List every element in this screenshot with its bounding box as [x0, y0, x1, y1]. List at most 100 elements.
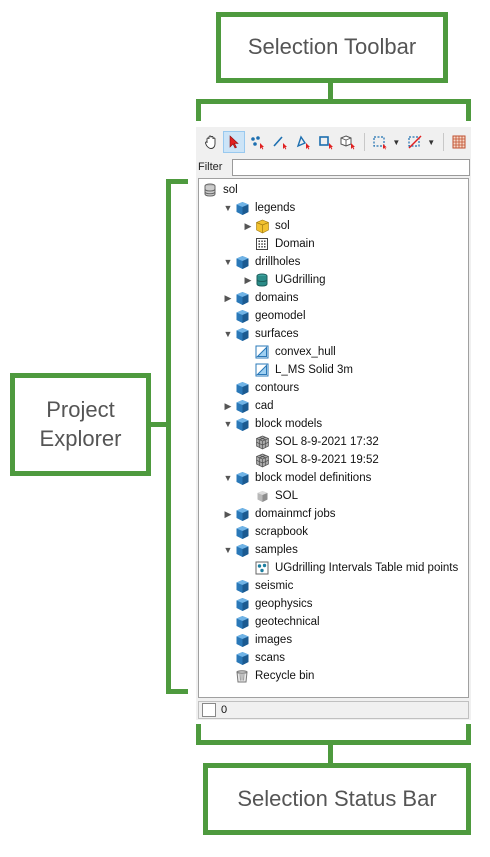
filter-input[interactable]	[232, 158, 470, 176]
box-select-button[interactable]	[315, 131, 337, 153]
expand-closed-icon[interactable]: ▶	[224, 400, 232, 411]
object-select-button[interactable]	[338, 131, 360, 153]
tree-item[interactable]: sol	[202, 181, 238, 199]
folder-cube-icon	[234, 614, 250, 630]
toolbar-bracket-stem	[328, 83, 333, 101]
tree-item[interactable]: convex_hull	[242, 343, 336, 361]
polygon-select-button[interactable]	[292, 131, 314, 153]
tree-item[interactable]: SOL 8-9-2021 17:32	[242, 433, 379, 451]
tree-item[interactable]: L_MS Solid 3m	[242, 361, 353, 379]
tree-item[interactable]: SOL 8-9-2021 19:52	[242, 451, 379, 469]
tree-item[interactable]: scrapbook	[222, 523, 308, 541]
tree-item[interactable]: ▼block model definitions	[222, 469, 371, 487]
expand-open-icon[interactable]: ▼	[223, 419, 233, 429]
tree-item[interactable]: geomodel	[222, 307, 306, 325]
folder-cube-icon	[234, 470, 250, 486]
folder-cube-icon	[234, 542, 250, 558]
tree-item-label: samples	[255, 544, 298, 556]
filter-row: Filter	[196, 157, 471, 177]
tree-item[interactable]: ▼legends	[222, 199, 295, 217]
explorer-bracket-bar	[166, 179, 171, 694]
tree-item-label: domains	[255, 292, 299, 304]
expand-open-icon[interactable]: ▼	[223, 257, 233, 267]
expand-open-icon[interactable]: ▼	[223, 473, 233, 483]
status-bracket-stem	[328, 745, 333, 763]
folder-cube-icon	[234, 308, 250, 324]
points-icon	[254, 560, 270, 576]
tree-item-label: UGdrilling	[275, 274, 326, 286]
explorer-bracket-stem	[151, 422, 171, 427]
tree-item-label: SOL 8-9-2021 17:32	[275, 436, 379, 448]
status-bracket-bar	[196, 740, 471, 745]
arrow-pointer-icon	[229, 135, 239, 149]
tree-item-label: surfaces	[255, 328, 299, 340]
tree-item-label: domainmcf jobs	[255, 508, 336, 520]
tree-item[interactable]: seismic	[222, 577, 293, 595]
tree-item-label: contours	[255, 382, 300, 394]
folder-cube-icon	[234, 290, 250, 306]
database-icon	[202, 182, 218, 198]
selection-checkbox[interactable]	[202, 703, 216, 717]
project-explorer-callout-line1: Project	[46, 396, 115, 422]
clear-selection-button[interactable]	[404, 131, 426, 153]
toolbar-bracket-bar	[196, 99, 471, 104]
tree-item[interactable]: ▶ UGdrilling	[242, 271, 326, 289]
tree-item[interactable]: UGdrilling Intervals Table mid points	[242, 559, 458, 577]
tree-item[interactable]: ▶cad	[222, 397, 274, 415]
tree-item[interactable]: SOL	[242, 487, 298, 505]
tree-item-label: scans	[255, 652, 286, 664]
toolbar-separator	[364, 133, 366, 151]
tree-item[interactable]: ▶ domains	[222, 289, 298, 307]
tree-item-label: convex_hull	[275, 346, 336, 358]
toolbar-bracket-left	[196, 99, 201, 121]
selection-status-bar-callout-label: Selection Status Bar	[237, 785, 437, 811]
surface-icon	[254, 362, 270, 378]
tree-item[interactable]: Recycle bin	[222, 667, 314, 685]
tree-item[interactable]: ▼block models	[222, 415, 322, 433]
recycle-bin-icon	[234, 668, 250, 684]
grid-tool-button[interactable]	[448, 131, 470, 153]
tree-item[interactable]: ▼ surfaces	[222, 325, 298, 343]
tree-item[interactable]: ▶ domainmcf jobs	[222, 505, 336, 523]
tree-item-label: images	[255, 634, 293, 646]
expand-open-icon[interactable]: ▼	[223, 329, 233, 339]
tree-item-label: geotechnical	[255, 616, 320, 628]
pointer-select-button[interactable]	[222, 131, 245, 153]
grey-cube-icon	[254, 488, 270, 504]
rectangle-mode-button[interactable]	[369, 131, 391, 153]
grid-legend-icon	[254, 236, 270, 252]
tree-item[interactable]: geotechnical	[222, 613, 320, 631]
chevron-down-icon[interactable]: ▼	[427, 137, 436, 147]
tree-item[interactable]: contours	[222, 379, 299, 397]
folder-cube-icon	[234, 380, 250, 396]
tree-item[interactable]: geophysics	[222, 595, 313, 613]
expand-open-icon[interactable]: ▼	[223, 545, 233, 555]
clear-selection-icon	[408, 135, 422, 149]
tree-item-label: L_MS Solid 3m	[275, 364, 353, 376]
toolbar-separator	[443, 133, 445, 151]
line-select-button[interactable]	[269, 131, 291, 153]
tree-item[interactable]: ▶ sol	[242, 217, 290, 235]
tree-item-label: UGdrilling Intervals Table mid points	[275, 562, 459, 574]
expand-closed-icon[interactable]: ▶	[244, 220, 252, 231]
folder-cube-icon	[234, 650, 250, 666]
expand-closed-icon[interactable]: ▶	[244, 274, 252, 285]
selection-count: 0	[221, 704, 228, 716]
tree-item[interactable]: ▼ samples	[222, 541, 298, 559]
tree-item[interactable]: Domain	[242, 235, 315, 253]
point-select-button[interactable]	[246, 131, 268, 153]
tree-item-label: sol	[275, 220, 290, 232]
tree-item[interactable]: images	[222, 631, 292, 649]
tree-item[interactable]: scans	[222, 649, 285, 667]
hand-icon	[205, 135, 216, 149]
tree-item-label: sol	[223, 184, 238, 196]
chevron-down-icon[interactable]: ▼	[392, 137, 401, 147]
expand-closed-icon[interactable]: ▶	[224, 508, 232, 519]
hand-tool-button[interactable]	[200, 131, 222, 153]
expand-closed-icon[interactable]: ▶	[224, 292, 232, 303]
expand-open-icon[interactable]: ▼	[223, 203, 233, 213]
points-select-icon	[250, 136, 264, 150]
tree-item[interactable]: ▼drillholes	[222, 253, 300, 271]
